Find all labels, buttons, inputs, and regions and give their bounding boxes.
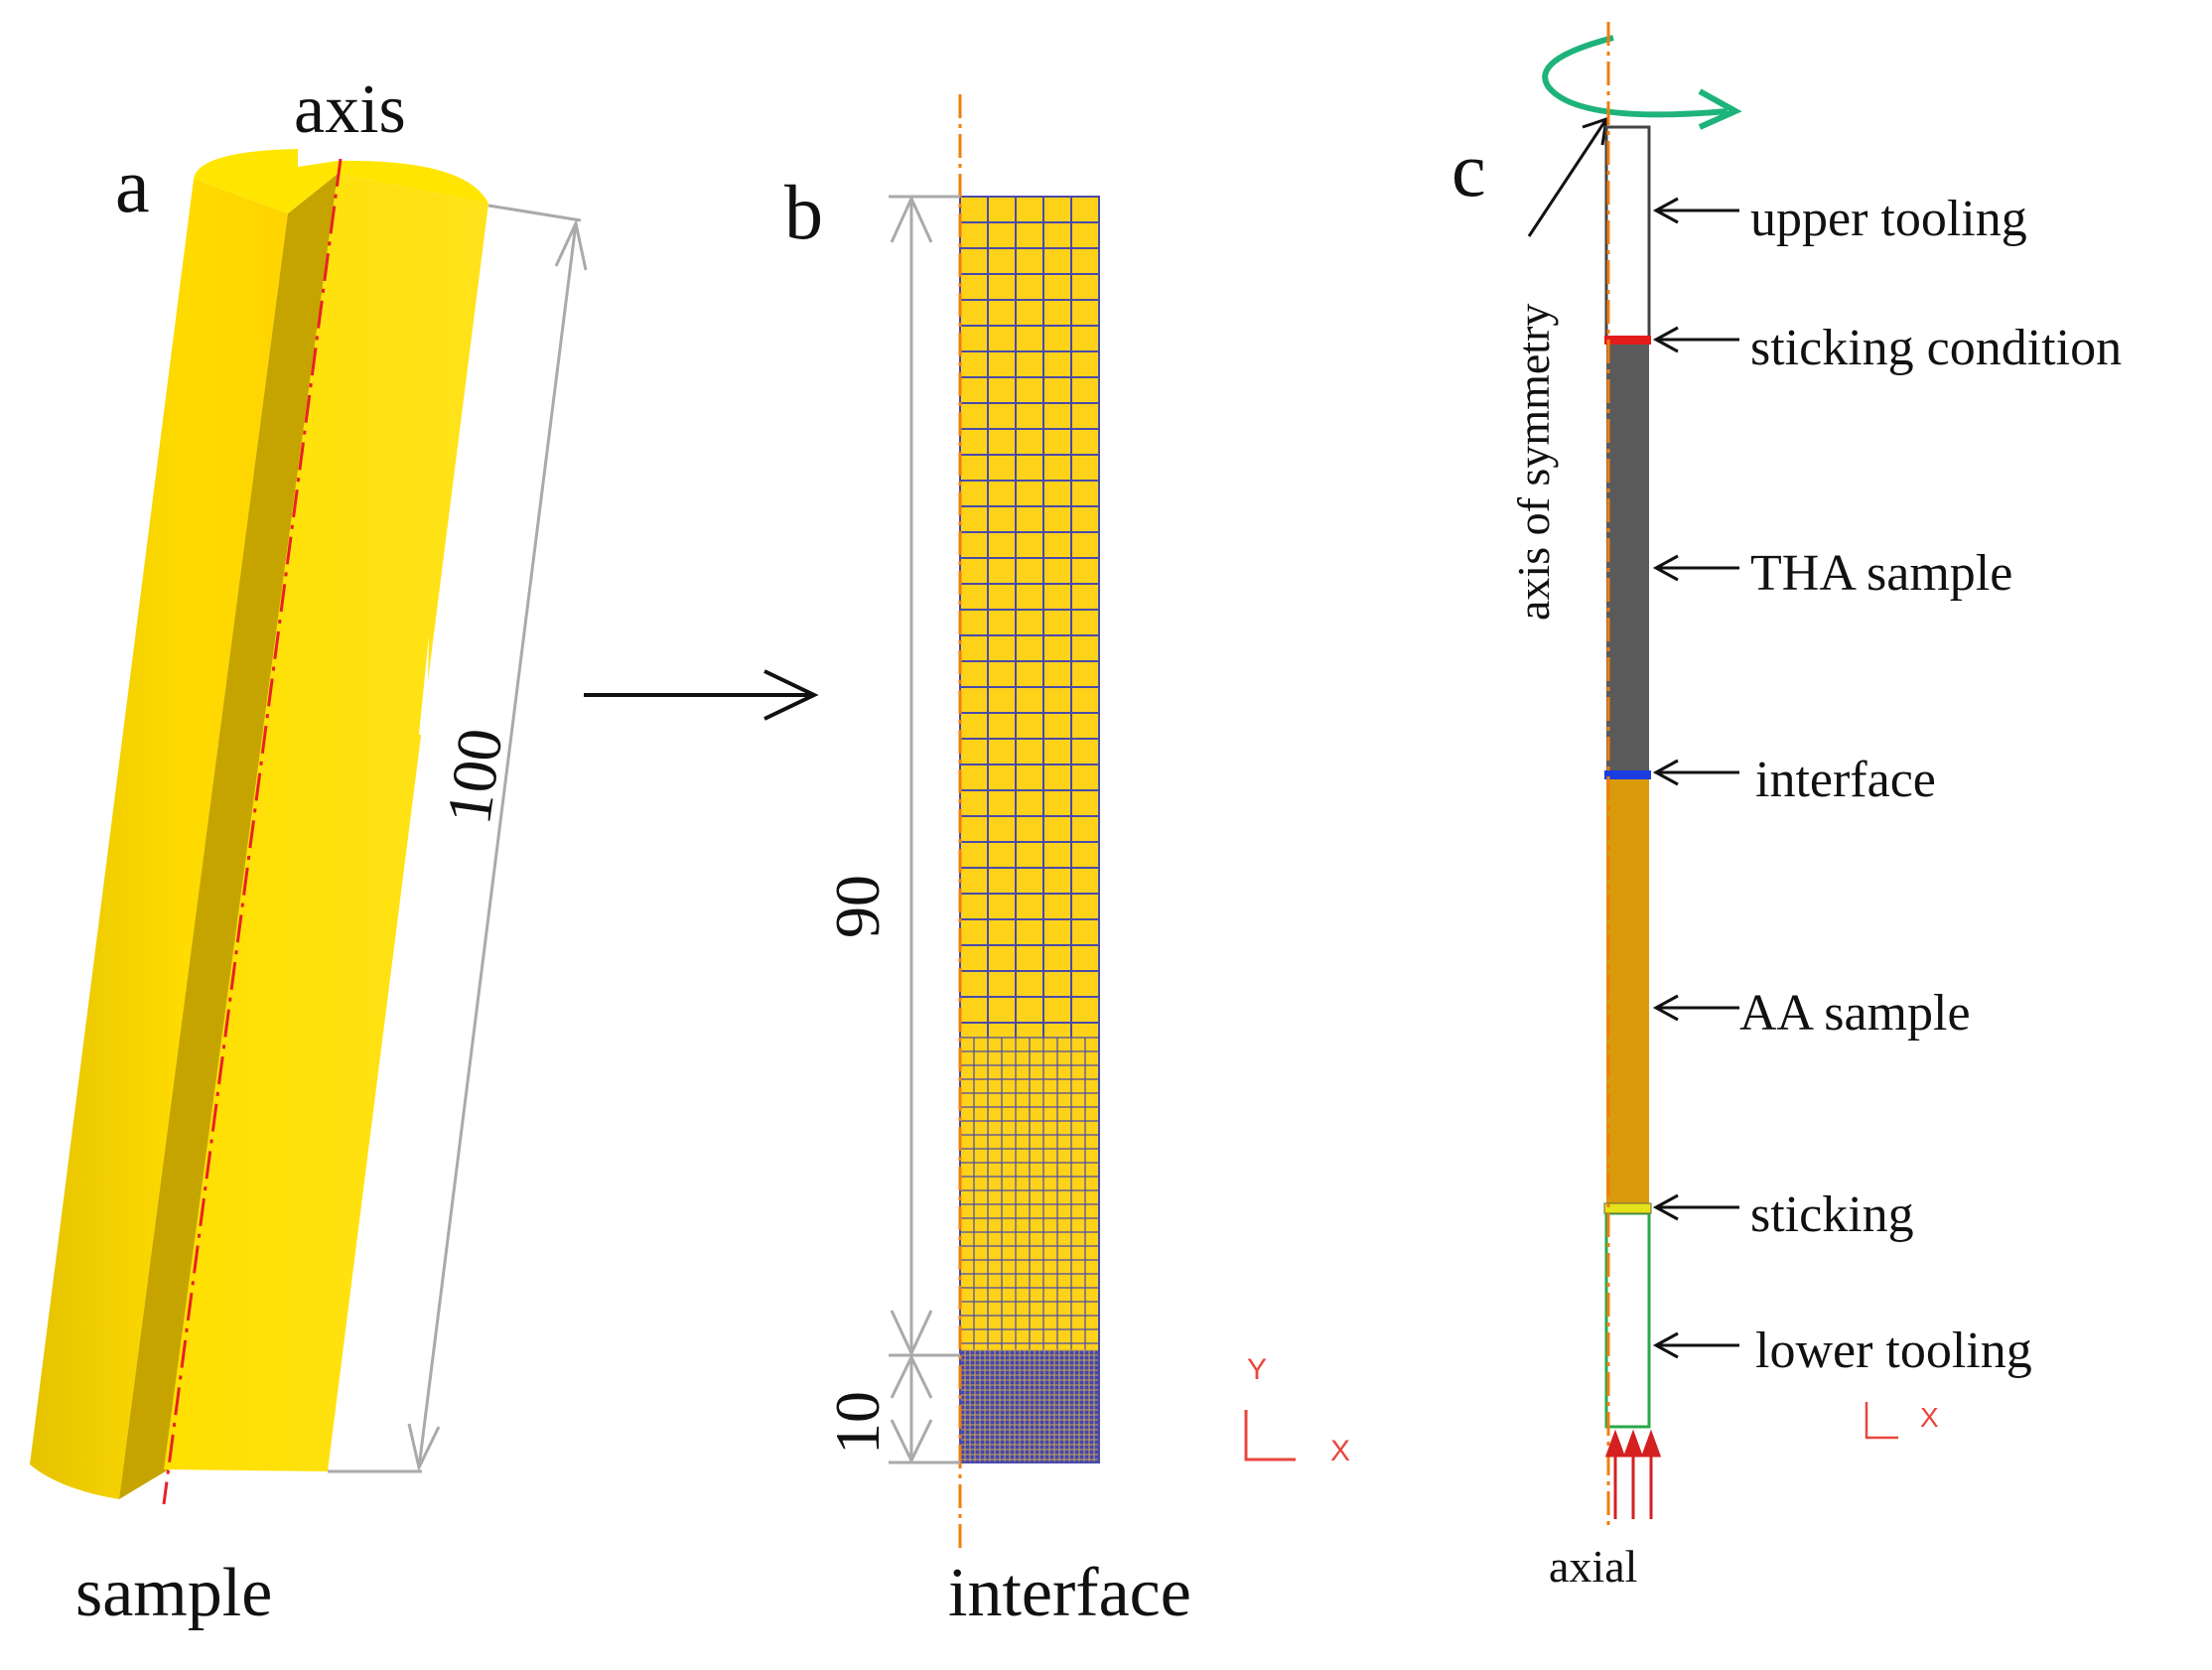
- symmetry-pointer-arrow: [1527, 116, 1608, 237]
- panel-b-letter: b: [784, 169, 823, 255]
- callout-aa-sample: AA sample: [1739, 985, 1971, 1042]
- transition-arrow: [584, 669, 819, 721]
- panel-b-coord-y: Y: [1247, 1353, 1268, 1386]
- sticking-condition-strip: [1604, 336, 1651, 345]
- mesh-dense-lines: [960, 1349, 1099, 1462]
- callout-arrow: [1652, 1193, 1739, 1221]
- panel-a-letter: a: [115, 142, 150, 228]
- panel-c-letter: c: [1452, 126, 1486, 212]
- panel-b-mesh: [889, 94, 1296, 1554]
- coord-symbol-b: [1244, 1410, 1296, 1461]
- callout-upper-tooling: upper tooling: [1750, 191, 2027, 247]
- panel-b-coord-x: X: [1330, 1435, 1351, 1467]
- callout-sticking: sticking: [1750, 1186, 1914, 1243]
- callout-arrow: [1652, 197, 1739, 224]
- dimension-90-10-lines: [889, 195, 960, 1464]
- callout-arrow: [1652, 326, 1739, 353]
- lower-tooling-block: [1604, 1211, 1651, 1429]
- callout-arrow: [1652, 1331, 1739, 1359]
- rotation-arrow: [1542, 35, 1742, 130]
- panel-c-axial-label: axial: [1549, 1541, 1638, 1592]
- panel-a-dimension-100: 100: [433, 724, 516, 829]
- callout-interface: interface: [1755, 752, 1936, 808]
- cylinder-edge-notch: [419, 635, 429, 735]
- callout-arrow: [1652, 759, 1739, 786]
- cylinder-axis-line: [162, 158, 343, 1505]
- panel-c-coord-x: X: [1920, 1402, 1939, 1433]
- panel-b-dimension-10: 10: [822, 1391, 893, 1455]
- cylinder-right-half: [164, 174, 488, 1471]
- mesh-coarse-lines: [960, 196, 1099, 1038]
- dimension-100-lines: [328, 204, 588, 1473]
- panel-c-model: axis of symmetry: [1508, 22, 1898, 1529]
- panel-a-caption: sample: [75, 1555, 273, 1631]
- cylinder-left-half: [30, 179, 288, 1499]
- callout-lower-tooling: lower tooling: [1755, 1322, 2032, 1379]
- panel-b-caption: interface: [948, 1555, 1191, 1631]
- coord-symbol-c: [1865, 1402, 1898, 1440]
- panel-a-cylinder: [30, 149, 588, 1505]
- sticking-strip: [1603, 1202, 1652, 1214]
- callout-arrow: [1652, 554, 1739, 582]
- interface-strip: [1604, 770, 1651, 779]
- cylinder-top-face: [194, 149, 488, 213]
- axial-load-arrows: [1604, 1429, 1662, 1519]
- upper-tooling-block: [1604, 125, 1651, 343]
- tha-sample-block: [1606, 341, 1649, 774]
- callout-arrows: [1652, 197, 1739, 1359]
- cylinder-cut-face: [119, 174, 338, 1499]
- mesh-fine-lines: [960, 1037, 1099, 1350]
- callout-arrow: [1652, 994, 1739, 1022]
- panel-b-dimension-90: 90: [822, 875, 893, 938]
- panel-a-axis-label: axis: [294, 71, 406, 148]
- callout-sticking-condition: sticking condition: [1750, 320, 2123, 376]
- aa-sample-block: [1606, 774, 1649, 1203]
- callout-tha-sample: THA sample: [1750, 545, 2013, 602]
- axis-of-symmetry-label: axis of symmetry: [1508, 304, 1559, 621]
